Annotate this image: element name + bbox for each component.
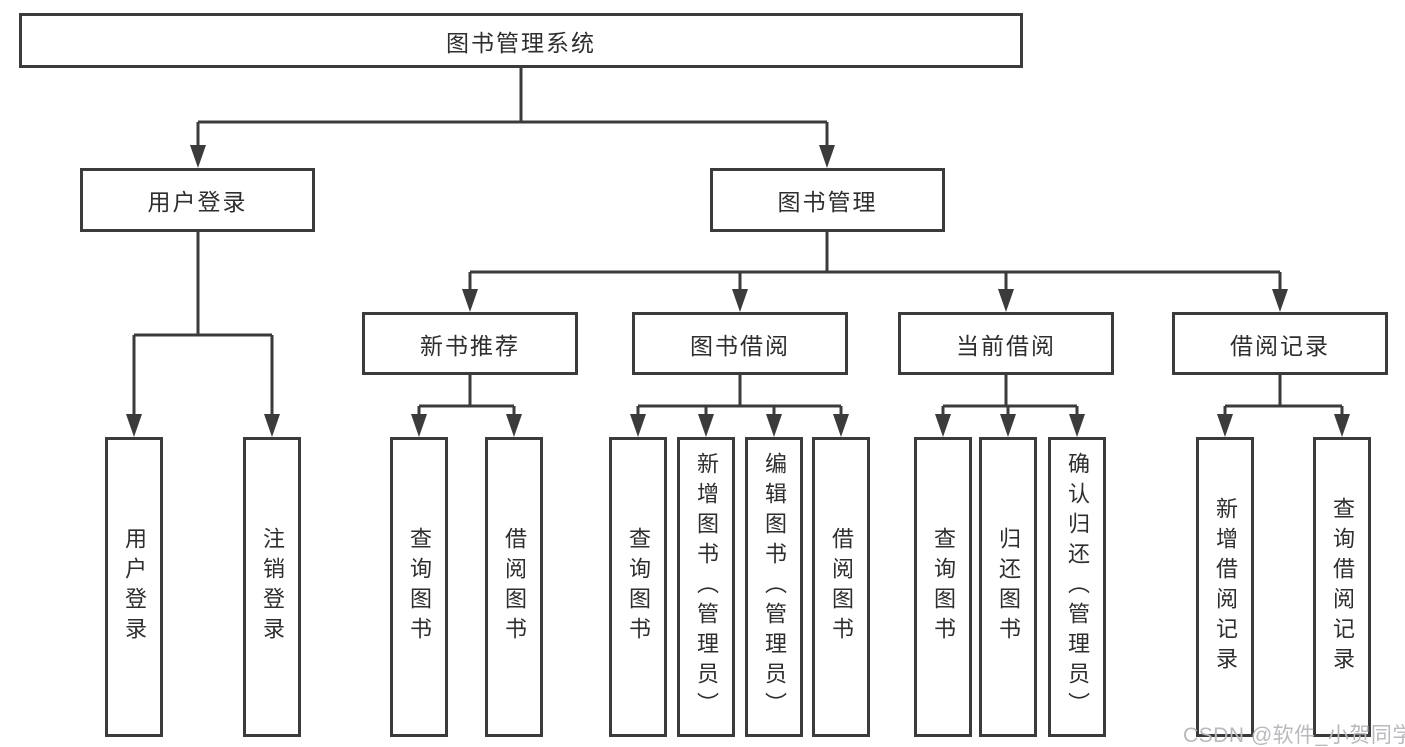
leaf-cb-confirm-return-label: 确认归还（管理员） [1065, 452, 1090, 722]
leaf-cb-confirm-return: 确认归还（管理员） [1048, 437, 1106, 737]
arrow-head [698, 414, 714, 437]
leaf-bb-add-books: 新增图书（管理员） [677, 437, 735, 737]
leaf-br-add-record-label: 新增借阅记录 [1213, 497, 1238, 677]
arrow-head [411, 414, 427, 437]
leaf-user-login-label: 用户登录 [122, 527, 147, 647]
leaf-rec-query-books-label: 查询图书 [407, 527, 432, 647]
node-root-label: 图书管理系统 [446, 29, 596, 56]
node-borrow-records-label: 借阅记录 [1230, 332, 1330, 359]
arrow-head [819, 145, 835, 168]
node-book-borrow: 图书借阅 [632, 312, 848, 375]
leaf-bb-edit-books-label: 编辑图书（管理员） [762, 452, 787, 722]
node-borrow-records: 借阅记录 [1172, 312, 1388, 375]
arrow-head [1334, 414, 1350, 437]
node-book-borrow-label: 图书借阅 [690, 332, 790, 359]
node-current-borrow-label: 当前借阅 [956, 332, 1056, 359]
arrow-head [1272, 289, 1288, 312]
arrow-head [1069, 414, 1085, 437]
leaf-logout-label: 注销登录 [260, 527, 285, 647]
leaf-bb-borrow-books: 借阅图书 [812, 437, 870, 737]
leaf-br-query-record: 查询借阅记录 [1313, 437, 1371, 737]
arrow-head [935, 414, 951, 437]
leaf-cb-query-books-label: 查询图书 [931, 527, 956, 647]
node-new-book-rec: 新书推荐 [362, 312, 578, 375]
leaf-rec-query-books: 查询图书 [390, 437, 448, 737]
arrow-head [998, 289, 1014, 312]
leaf-br-query-record-label: 查询借阅记录 [1330, 497, 1355, 677]
leaf-logout: 注销登录 [243, 437, 301, 737]
arrow-head [1217, 414, 1233, 437]
leaf-user-login: 用户登录 [105, 437, 163, 737]
arrow-head [732, 289, 748, 312]
leaf-bb-query-books: 查询图书 [609, 437, 667, 737]
node-root: 图书管理系统 [19, 13, 1023, 68]
arrow-head [766, 414, 782, 437]
leaf-rec-borrow-books-label: 借阅图书 [502, 527, 527, 647]
leaf-bb-add-books-label: 新增图书（管理员） [694, 452, 719, 722]
node-current-borrow: 当前借阅 [898, 312, 1114, 375]
watermark: CSDN @软件_小贺同学 [1183, 724, 1405, 747]
leaf-cb-query-books: 查询图书 [914, 437, 972, 737]
leaf-cb-return-books: 归还图书 [979, 437, 1037, 737]
node-user-login: 用户登录 [80, 168, 315, 232]
arrow-head [630, 414, 646, 437]
arrow-head [506, 414, 522, 437]
arrow-head [190, 145, 206, 168]
node-new-book-rec-label: 新书推荐 [420, 332, 520, 359]
arrow-head [126, 414, 142, 437]
arrow-head [1000, 414, 1016, 437]
leaf-bb-borrow-books-label: 借阅图书 [829, 527, 854, 647]
node-book-mgmt-label: 图书管理 [777, 189, 878, 215]
leaf-bb-query-books-label: 查询图书 [626, 527, 651, 647]
leaf-rec-borrow-books: 借阅图书 [485, 437, 543, 737]
arrow-head [833, 414, 849, 437]
leaf-bb-edit-books: 编辑图书（管理员） [745, 437, 803, 737]
leaf-cb-return-books-label: 归还图书 [996, 527, 1021, 647]
arrow-head [462, 289, 478, 312]
arrow-head [264, 414, 280, 437]
leaf-br-add-record: 新增借阅记录 [1196, 437, 1254, 737]
node-book-mgmt: 图书管理 [710, 168, 945, 232]
node-user-login-label: 用户登录 [147, 189, 248, 215]
